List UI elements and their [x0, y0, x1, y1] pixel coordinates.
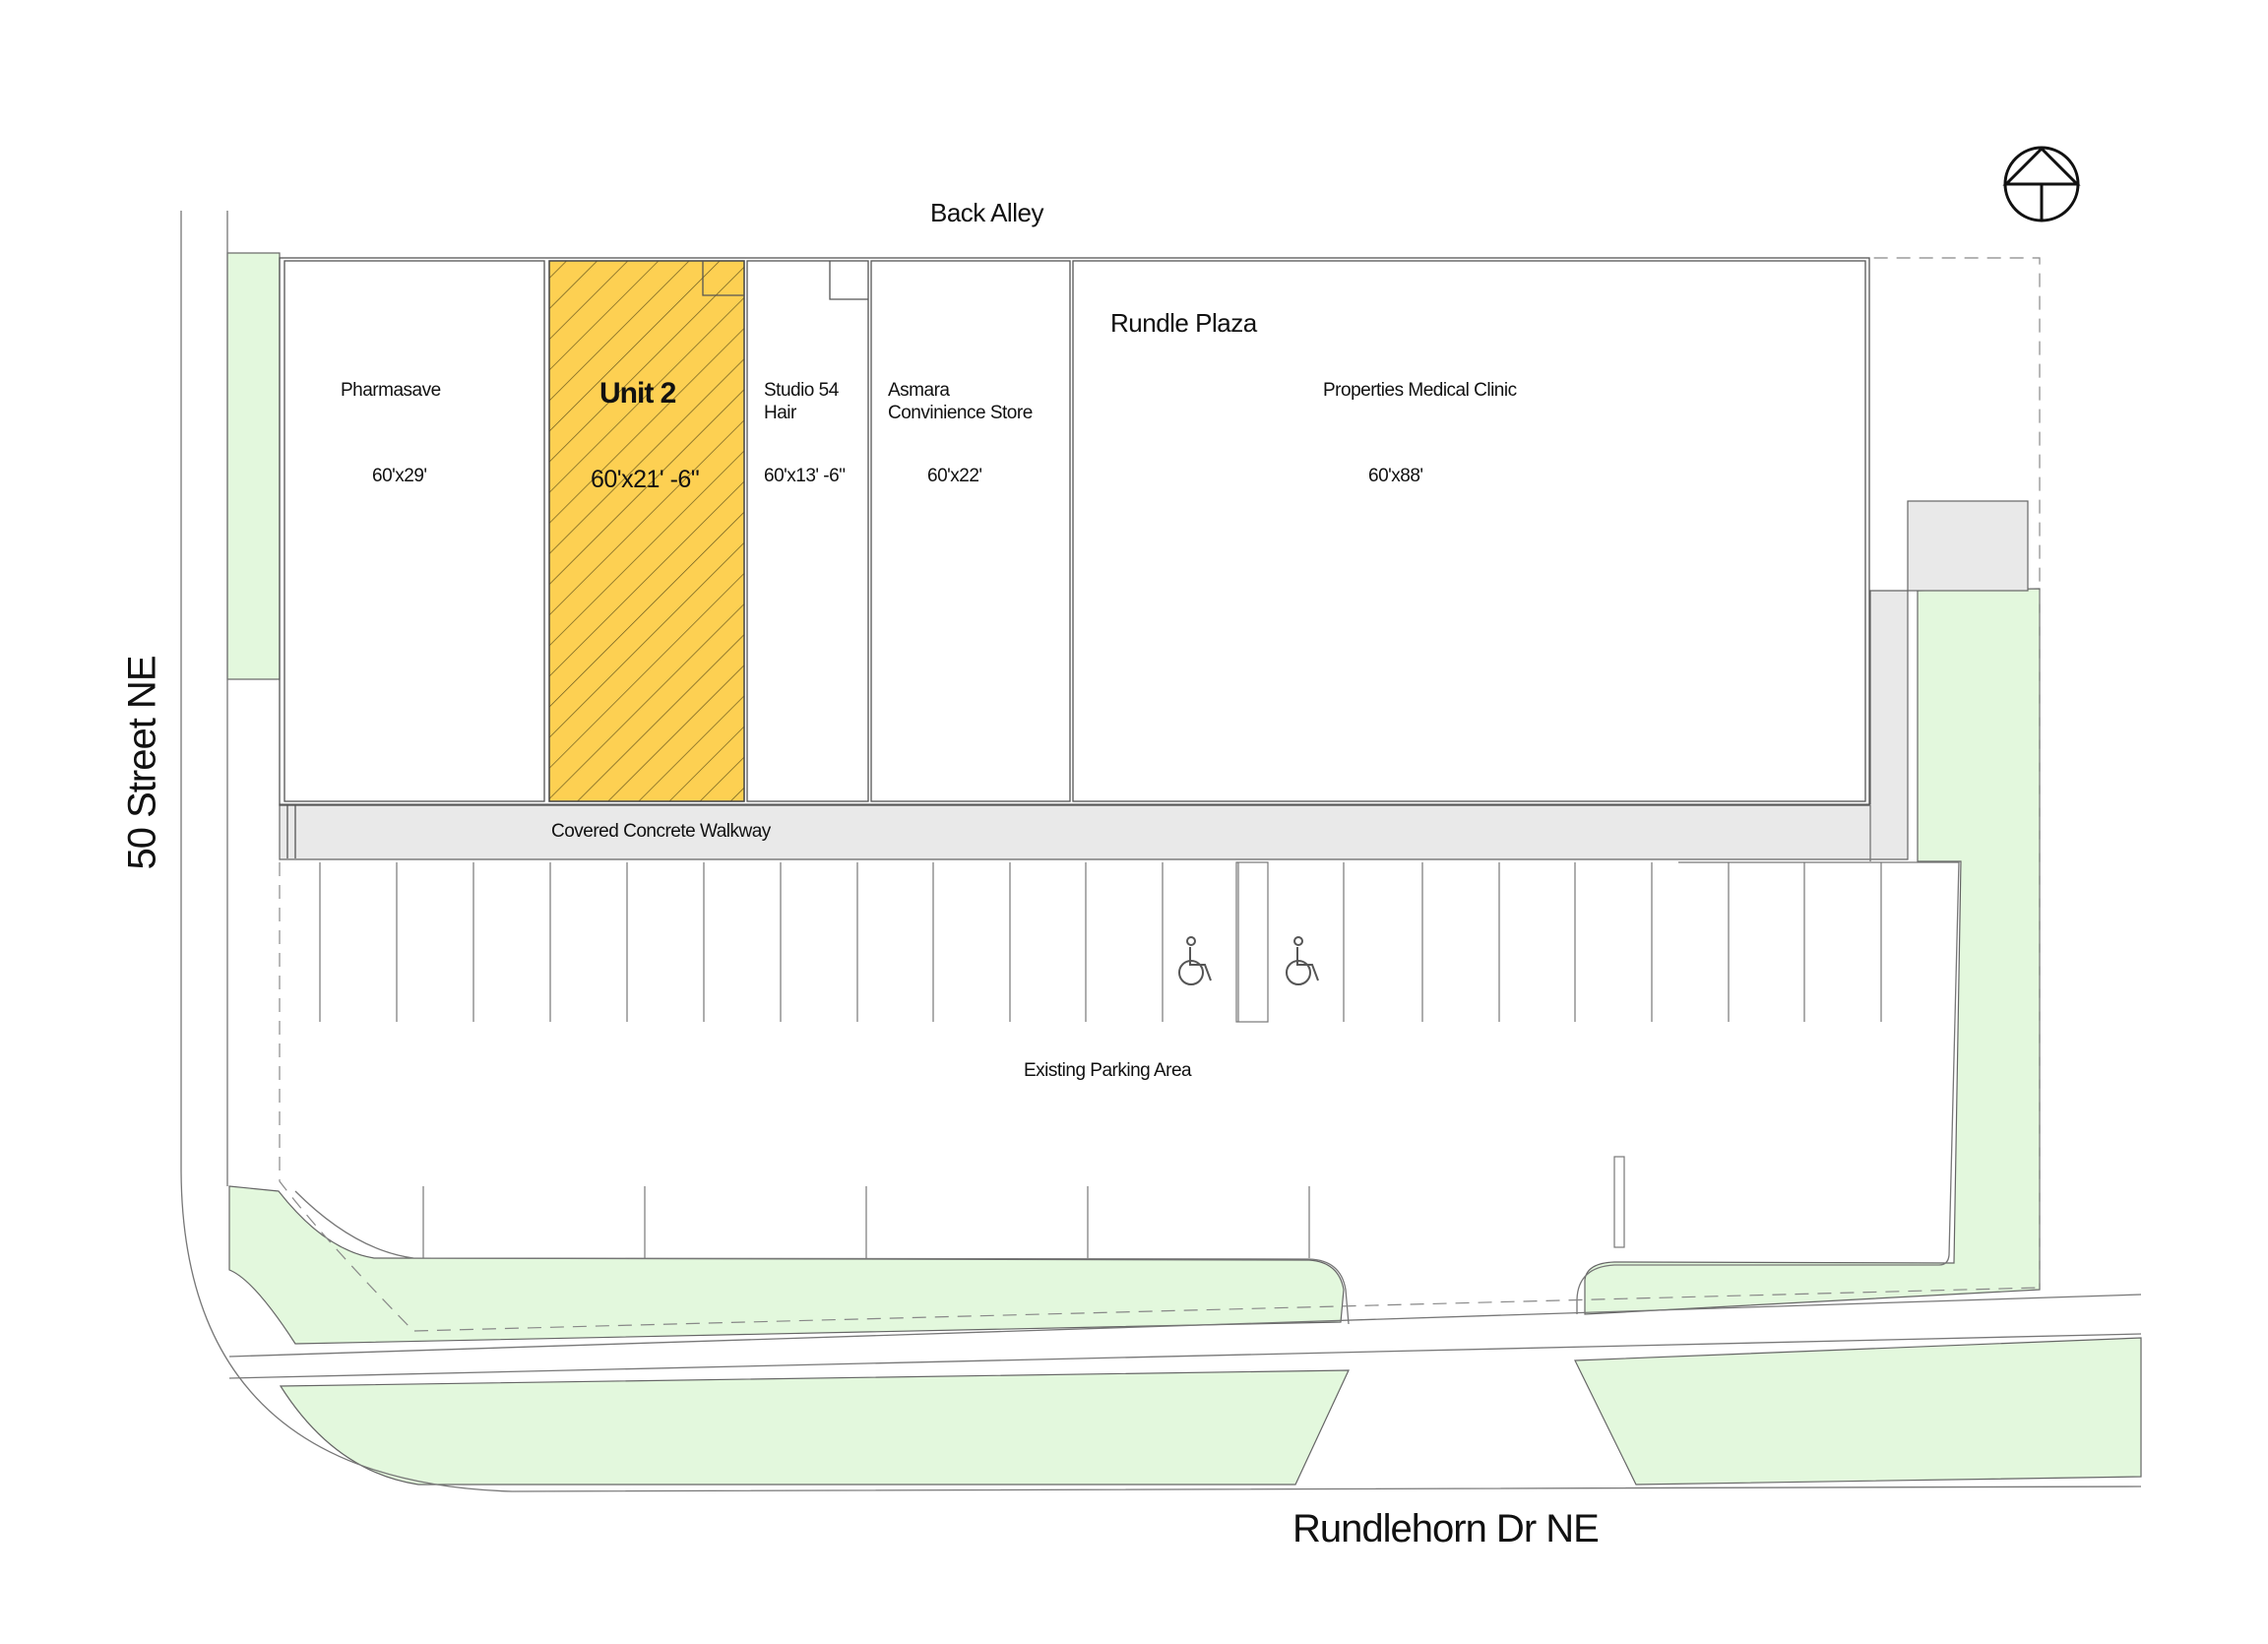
street-south-label: Rundlehorn Dr NE	[1292, 1507, 1600, 1550]
accessible-aisle	[1235, 861, 1625, 1248]
building-outline	[279, 257, 1870, 858]
parking-stalls	[319, 862, 1882, 1258]
unit-name: Hair	[764, 403, 796, 423]
parking-label: Existing Parking Area	[1024, 1060, 1192, 1081]
building-footprint	[279, 257, 1870, 806]
unit-studio54	[746, 260, 869, 802]
landscape-median-west	[279, 1369, 1350, 1486]
walkway-columns	[286, 805, 296, 858]
curb-lines	[180, 211, 2142, 1492]
unit-dimensions: 60'x29'	[372, 466, 427, 486]
unit-name: Studio 54	[764, 380, 839, 401]
property-line	[279, 257, 2041, 1332]
back-alley-label: Back Alley	[930, 198, 1043, 227]
unit-dimensions: 60'x88'	[1368, 466, 1423, 486]
sidewalk-north-edge	[228, 1294, 2142, 1358]
plaza-name: Rundle Plaza	[1110, 308, 1257, 338]
unit-name: Unit 2	[599, 377, 676, 410]
unit-pharmasave	[284, 260, 545, 802]
unit-dimensions: 60'x21' -6"	[591, 466, 700, 493]
north-arrow-icon	[2002, 146, 2081, 222]
wheelchair-icon	[1178, 936, 1212, 985]
unit-name: Properties Medical Clinic	[1323, 380, 1517, 401]
unit-name: Pharmasave	[341, 380, 441, 401]
sidewalk-south-edge	[228, 1333, 2142, 1379]
unit-asmara	[870, 260, 1071, 802]
unit-2-notch	[702, 261, 744, 296]
unit-name: Asmara	[888, 380, 950, 401]
landscape-southwest	[228, 1185, 1345, 1345]
unit-clinic	[1072, 260, 1866, 802]
landscape-strip-west	[226, 252, 281, 680]
wheelchair-icon	[1286, 936, 1319, 985]
curb-50-street	[180, 211, 2142, 1492]
covered-walkway	[279, 590, 1909, 860]
landscape-median-east	[1574, 1337, 2142, 1486]
landscape-east	[1584, 588, 2041, 1315]
unit-dimensions: 60'x13' -6"	[764, 466, 846, 486]
property-boundary	[279, 257, 2041, 1332]
utility-pad	[1907, 500, 2029, 592]
curb-parking-east	[1576, 860, 1960, 1314]
studio-notch	[829, 261, 868, 300]
unit-dimensions: 60'x22'	[927, 466, 982, 486]
curb-parking-south	[294, 1190, 1350, 1325]
landscape-areas	[226, 252, 2142, 1486]
unit-name: Convinience Store	[888, 403, 1033, 423]
unit-2-highlight	[548, 260, 745, 802]
street-west-label: 50 Street NE	[120, 656, 164, 870]
walkway-label: Covered Concrete Walkway	[551, 821, 771, 842]
